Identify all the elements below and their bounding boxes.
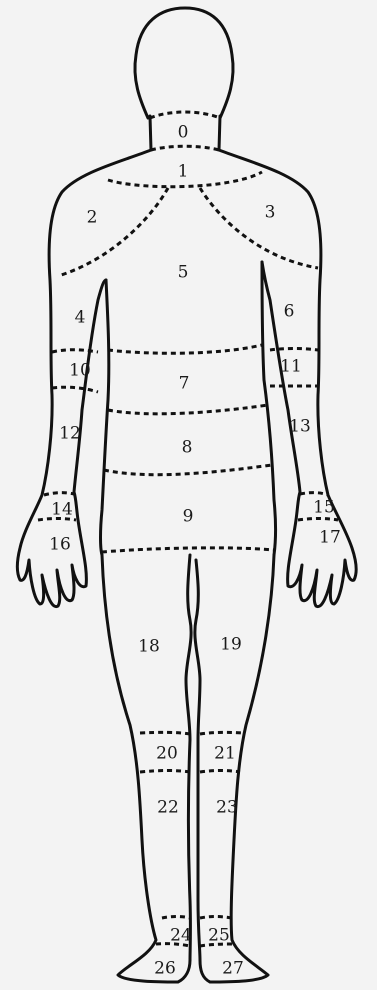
boundary-right-knee-bottom [200, 771, 240, 773]
zone-label-25: 25 [208, 926, 230, 946]
zone-label-0: 0 [178, 123, 189, 143]
boundary-left-wrist-top [44, 493, 74, 495]
boundary-left-ankle [162, 917, 190, 919]
boundary-right-shoulder-blade [200, 188, 318, 268]
right-leg-inner [195, 560, 200, 960]
boundary-neck-bottom [151, 146, 219, 150]
boundary-waist-lower [104, 465, 272, 475]
boundary-left-knee-bottom [140, 771, 190, 773]
boundary-right-ankle [200, 917, 232, 919]
neck-right [219, 116, 220, 150]
boundary-neck-top [150, 112, 220, 118]
boundary-back-mid [108, 345, 262, 353]
zone-label-3: 3 [265, 203, 276, 223]
zone-label-13: 13 [289, 417, 311, 437]
zone-label-20: 20 [156, 744, 178, 764]
zone-label-16: 16 [49, 535, 71, 555]
zone-label-5: 5 [178, 263, 189, 283]
left-leg-inner [186, 555, 191, 960]
zone-label-9: 9 [183, 507, 194, 527]
zone-label-19: 19 [220, 635, 242, 655]
zone-label-14: 14 [51, 500, 73, 520]
zone-label-15: 15 [313, 498, 335, 518]
head-outline [135, 8, 233, 118]
zone-label-4: 4 [75, 308, 86, 328]
boundary-left-knee-top [140, 732, 190, 734]
zone-label-2: 2 [87, 208, 98, 228]
zone-label-27: 27 [222, 959, 244, 979]
zone-label-26: 26 [154, 959, 176, 979]
boundary-waist-upper [108, 405, 268, 414]
zone-label-24: 24 [170, 926, 192, 946]
body-outline [17, 8, 356, 982]
boundary-right-wrist-top [300, 493, 328, 495]
zone-label-17: 17 [319, 528, 341, 548]
boundary-right-knee-top [200, 732, 242, 734]
boundary-hip [102, 548, 274, 552]
zone-label-18: 18 [138, 637, 160, 657]
zone-labels: 0 1 2 3 4 5 6 7 8 9 10 11 12 13 14 15 16… [49, 123, 341, 979]
zone-label-21: 21 [214, 744, 236, 764]
neck-left [150, 116, 151, 150]
zone-label-12: 12 [59, 424, 81, 444]
zone-label-11: 11 [280, 357, 302, 377]
zone-label-10: 10 [69, 361, 91, 381]
torso-right-side [262, 262, 276, 555]
zone-label-23: 23 [216, 798, 238, 818]
zone-label-7: 7 [179, 374, 190, 394]
zone-label-6: 6 [284, 302, 295, 322]
boundary-left-shoulder-blade [58, 188, 168, 276]
boundary-left-elbow [52, 387, 98, 392]
torso-left-side [101, 280, 109, 555]
zone-label-1: 1 [178, 162, 189, 182]
left-leg-outer [102, 555, 190, 982]
zone-label-8: 8 [182, 438, 193, 458]
boundary-left-upper-arm [52, 350, 98, 352]
zone-label-22: 22 [157, 798, 179, 818]
boundary-right-wrist-bottom [298, 519, 338, 521]
